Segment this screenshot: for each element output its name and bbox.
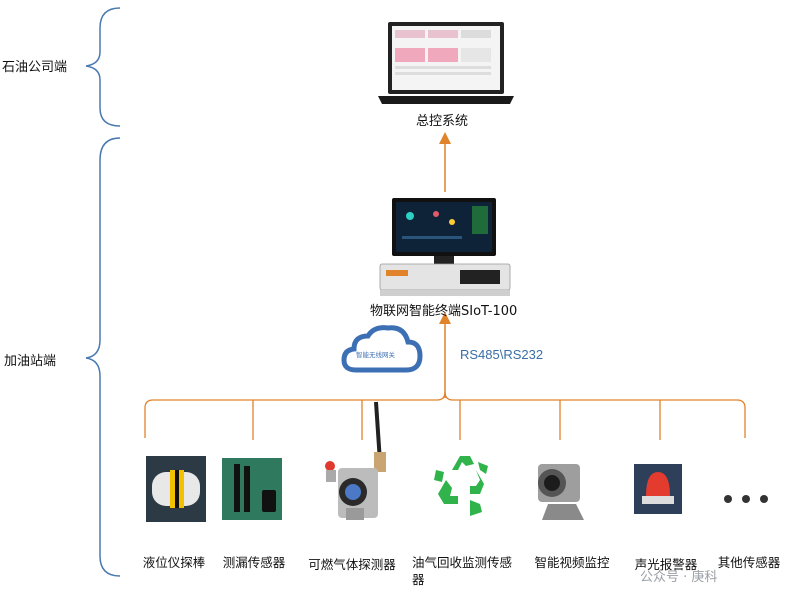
terminal-icon: [379, 198, 511, 296]
device-label-6: 声光报警器: [634, 557, 698, 572]
cloud-icon: [341, 325, 423, 373]
level-probe-icon: [146, 456, 206, 522]
protocol-label: RS485\RS232: [460, 347, 544, 362]
station-bracket: [85, 137, 121, 577]
leak-sensor-icon: [222, 458, 282, 520]
watermark-text: 公众号 · 庚科: [640, 570, 718, 585]
laptop-icon: [378, 22, 514, 104]
cloud-label: 智能无线网关: [356, 351, 395, 359]
terminal-label: 物联网智能终端SIoT-100: [370, 304, 518, 319]
camera-icon: [538, 464, 584, 520]
device-label-1: 液位仪探棒: [142, 555, 206, 570]
more-dots-icon: [724, 495, 768, 503]
control-system-label: 总控系统: [416, 114, 469, 129]
tier-company-label: 石油公司端: [2, 60, 68, 75]
device-label-7: 其他传感器: [717, 555, 781, 570]
company-bracket: [85, 7, 121, 127]
device-label-5: 智能视频监控: [534, 555, 610, 570]
alarm-icon: [634, 464, 682, 514]
device-label-2: 测漏传感器: [222, 555, 286, 570]
device-label-3: 可燃气体探测器: [308, 557, 396, 572]
gas-detector-icon: [325, 401, 386, 520]
device-bus: [144, 391, 746, 438]
device-label-4: 油气回收监测传感器: [412, 555, 513, 587]
tier-station-label: 加油站端: [4, 354, 57, 369]
recycle-icon: [434, 456, 488, 516]
